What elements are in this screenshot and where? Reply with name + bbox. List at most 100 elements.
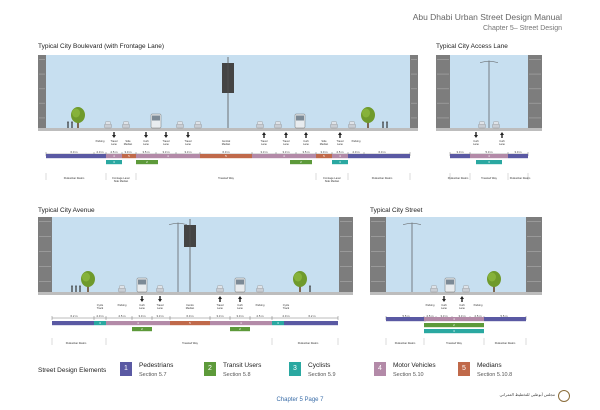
zone-label-line: Traveled Way	[182, 341, 199, 345]
zone-label-line: Traveled Way	[446, 341, 463, 345]
road-surface	[436, 128, 542, 131]
lane-arrow-up-icon	[218, 296, 222, 302]
lane-label-line: Parking	[96, 139, 105, 143]
lane-label: Parking	[118, 303, 127, 307]
dimension-value: 2.0 m	[97, 314, 105, 318]
building-floor-line	[411, 102, 417, 104]
element-bar-motor	[332, 154, 348, 159]
element-bar-motor	[136, 154, 200, 159]
element-bar-pedestrians	[284, 321, 338, 326]
element-bar-cyclists	[476, 160, 502, 165]
pedestrian-figure	[75, 287, 77, 292]
building-floor-line	[437, 117, 449, 119]
building-left	[370, 217, 386, 292]
zone-label: Traveled Way	[481, 176, 498, 180]
car-roof	[275, 121, 281, 125]
lane-label-line: Curb	[237, 303, 243, 307]
header-title: Abu Dhabi Urban Street Design Manual	[412, 12, 562, 22]
element-bar-number: 2	[239, 327, 241, 331]
zone-label-line: Pedestrian Realm	[298, 341, 319, 345]
lane-label-line: Lane	[111, 142, 117, 146]
logo-text: مجلس أبوظبي للتخطيط العمراني	[499, 392, 555, 397]
building-floor-line	[371, 251, 385, 252]
dimension-value: 2.5 m	[111, 150, 119, 154]
lane-label-line: Lane	[217, 306, 223, 310]
element-bar-motor	[106, 321, 170, 326]
tree-trunk	[493, 284, 495, 292]
pedestrian-head	[386, 121, 388, 123]
pedestrian-figure	[382, 123, 384, 128]
lane-label-line: Lane	[337, 142, 343, 146]
lane-label: Parking	[352, 139, 361, 143]
building-floor-line	[437, 88, 449, 90]
dimension-value: 3.0 m	[515, 150, 523, 154]
lane-label-line: Lane	[143, 142, 149, 146]
car-roof	[105, 121, 111, 125]
sky-background	[370, 217, 542, 292]
element-bar-number: 3	[99, 321, 101, 325]
element-bar-pedestrians	[52, 321, 94, 326]
zone-label-line: Frontage Lane/	[112, 176, 130, 180]
building-floor-line	[340, 251, 352, 252]
element-bar-transit	[424, 323, 484, 328]
lane-label-line: Curb	[473, 139, 479, 143]
lane-label-line: Cycle	[283, 303, 290, 307]
building-floor-line	[340, 221, 352, 222]
lane-arrow-down-icon	[140, 296, 144, 302]
tree-trunk	[299, 284, 301, 292]
legend-number-badge: 5	[458, 362, 470, 376]
car-roof	[257, 121, 263, 125]
building-floor-line	[527, 251, 541, 252]
car-roof	[119, 285, 125, 289]
road-surface	[38, 128, 418, 131]
dimension-value: 6.0 m	[187, 314, 195, 318]
lane-label-line: Lane	[139, 306, 145, 310]
pedestrian-head	[75, 285, 77, 287]
lane-label-line: Travel	[260, 139, 268, 143]
lane-label-line: Parking	[426, 303, 435, 307]
pedestrian-head	[309, 285, 311, 287]
building-floor-line	[411, 59, 417, 60]
element-bar-number: 3	[339, 160, 341, 164]
building-floor-line	[371, 221, 385, 222]
header-subtitle: Chapter 5– Street Design	[483, 25, 562, 32]
element-bar-cyclists	[424, 329, 484, 334]
zone-label-line: Traveled Way	[481, 176, 498, 180]
lane-arrow-up-icon	[460, 296, 464, 302]
building-floor-line	[371, 281, 385, 282]
lane-label-line: Travel	[156, 303, 164, 307]
lane-label-line: Parking	[352, 139, 361, 143]
zone-label: Traveled Way	[218, 176, 235, 180]
car-roof	[331, 121, 337, 125]
legend-number-badge: 4	[374, 362, 386, 376]
legend-section-ref: Section 5.7	[139, 372, 167, 378]
section-title-boulevard: Typical City Boulevard (with Frontage La…	[38, 43, 165, 50]
dimension-value: 3.3 m	[157, 314, 165, 318]
dimension-value: 2.5 m	[475, 314, 483, 318]
car-roof	[195, 121, 201, 125]
lane-arrow-down-icon	[164, 132, 168, 138]
building-floor-line	[371, 236, 385, 237]
lane-label-line: Travel	[162, 139, 170, 143]
building-floor-line	[529, 102, 541, 104]
tree-trunk	[367, 120, 369, 128]
element-bar-number: 4	[167, 154, 169, 158]
zone-label: Pedestrian Realm	[66, 341, 87, 345]
zone-label-line: Side Median	[325, 179, 340, 183]
legend-number-badge: 1	[120, 362, 132, 376]
element-bar-transit	[230, 327, 250, 332]
building-right	[410, 55, 418, 128]
upc-logo: مجلس أبوظبي للتخطيط العمراني	[500, 390, 570, 404]
zone-label-line: Pedestrian Realm	[372, 176, 393, 180]
legend-label: Transit Users	[223, 362, 262, 369]
lane-label-line: Parking	[256, 303, 265, 307]
